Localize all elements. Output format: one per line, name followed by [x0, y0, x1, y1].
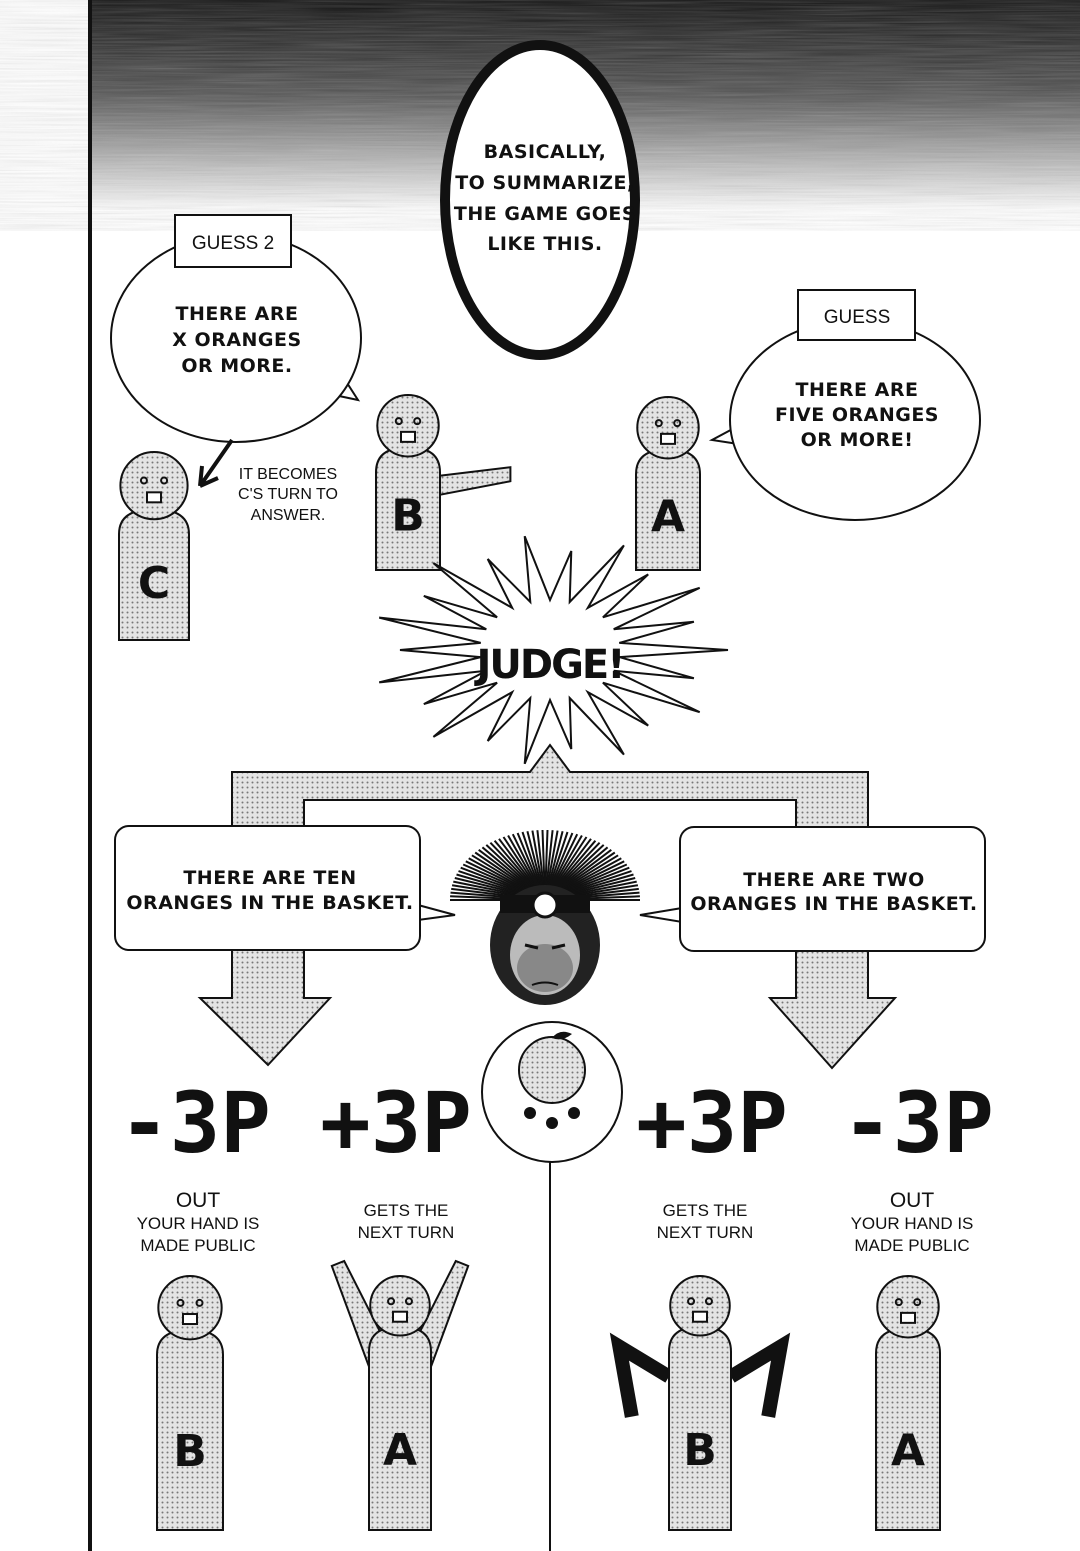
arrow-to-c-icon: [198, 438, 234, 488]
result-text: GETS THE: [663, 1201, 748, 1220]
figure-head: [669, 1275, 731, 1337]
player-letter: A: [651, 491, 685, 542]
player-figure: A: [875, 1275, 941, 1531]
figure-head: [119, 451, 189, 521]
outcome-box-right: THERE ARE TWO ORANGES IN THE BASKET.: [639, 826, 986, 952]
player-letter: A: [891, 1425, 925, 1476]
player-figure: B: [609, 1275, 791, 1531]
orange-icon: [518, 1036, 586, 1104]
down-arrow-left: [197, 949, 333, 1067]
result-text: MADE PUBLIC: [854, 1236, 969, 1255]
player-figure: A: [635, 396, 701, 571]
player-figure: A: [330, 1259, 470, 1531]
figure-head: [876, 1275, 940, 1339]
guess2-bubble: GUESS 2 THERE ARE X ORANGES OR MORE.: [110, 214, 362, 443]
split-arrow: [231, 743, 869, 831]
score-label: +3P: [320, 1074, 472, 1172]
score-label: -3P: [119, 1074, 271, 1172]
figure-head: [369, 1275, 431, 1337]
result-text: OUT: [176, 1189, 221, 1212]
guess-bubble: GUESS THERE ARE FIVE ORANGES OR MORE!: [708, 289, 981, 521]
result-column: -3P OUT YOUR HAND IS MADE PUBLIC B: [119, 1074, 271, 1531]
gorilla-judge-icon: [450, 829, 640, 1005]
player-figure: B: [375, 394, 512, 571]
judge-burst: JUDGE!: [378, 535, 729, 765]
result-text: NEXT TURN: [358, 1223, 455, 1242]
narration-line: TO SUMMARIZE,: [455, 172, 635, 194]
result-text: MADE PUBLIC: [140, 1236, 255, 1255]
figure-head: [636, 396, 700, 460]
narration-bubble: BASICALLY, TO SUMMARIZE, THE GAME GOES L…: [440, 40, 640, 360]
player-letter: B: [683, 1425, 717, 1476]
guess-line: OR MORE!: [801, 429, 914, 451]
player-letter: B: [173, 1426, 207, 1477]
guess-label-box: [797, 289, 916, 341]
result-text: YOUR HAND IS: [137, 1214, 260, 1233]
judge-text: JUDGE!: [474, 642, 624, 688]
guess2-line: THERE ARE: [176, 303, 299, 325]
outcome-left-line: ORANGES IN THE BASKET.: [126, 892, 413, 914]
guess2-label-box: [174, 214, 292, 268]
score-label: -3P: [842, 1074, 994, 1172]
guess2-label: GUESS 2: [192, 233, 274, 254]
result-text: OUT: [890, 1189, 935, 1212]
player-letter: A: [383, 1425, 417, 1476]
result-text: NEXT TURN: [657, 1223, 754, 1242]
result-column: +3P GETS THE NEXT TURN A: [320, 1074, 472, 1531]
guess-line: THERE ARE: [796, 379, 919, 401]
score-label: +3P: [636, 1074, 788, 1172]
outcome-left-line: THERE ARE TEN: [183, 867, 356, 889]
outcome-right-line: ORANGES IN THE BASKET.: [690, 893, 977, 915]
orange-circle: [481, 1021, 623, 1163]
narration-line: BASICALLY,: [484, 141, 607, 163]
turn-note-line: IT BECOMES: [239, 466, 337, 483]
result-text: YOUR HAND IS: [851, 1214, 974, 1233]
outcome-right-line: THERE ARE TWO: [743, 869, 925, 891]
player-letter: B: [391, 491, 425, 542]
guess-label: GUESS: [824, 307, 891, 328]
guess2-line: OR MORE.: [181, 355, 292, 377]
turn-note-line: ANSWER.: [251, 507, 326, 524]
player-figure: C: [118, 451, 190, 641]
figure-head: [157, 1275, 223, 1341]
result-text: GETS THE: [364, 1201, 449, 1220]
left-border: [88, 0, 92, 1551]
guess-line: FIVE ORANGES: [775, 404, 939, 426]
result-column: +3P GETS THE NEXT TURN B: [609, 1074, 791, 1531]
result-column: -3P OUT YOUR HAND IS MADE PUBLIC A: [842, 1074, 994, 1531]
figure-head: [376, 394, 440, 458]
player-figure: B: [156, 1275, 224, 1531]
outcome-box-left: THERE ARE TEN ORANGES IN THE BASKET.: [114, 825, 456, 951]
narration-line: LIKE THIS.: [487, 233, 602, 255]
guess2-line: X ORANGES: [172, 329, 301, 351]
down-arrow-right: [767, 949, 898, 1070]
turn-note-line: C'S TURN TO: [238, 486, 338, 503]
player-letter: C: [138, 558, 170, 609]
narration-line: THE GAME GOES: [454, 203, 636, 225]
